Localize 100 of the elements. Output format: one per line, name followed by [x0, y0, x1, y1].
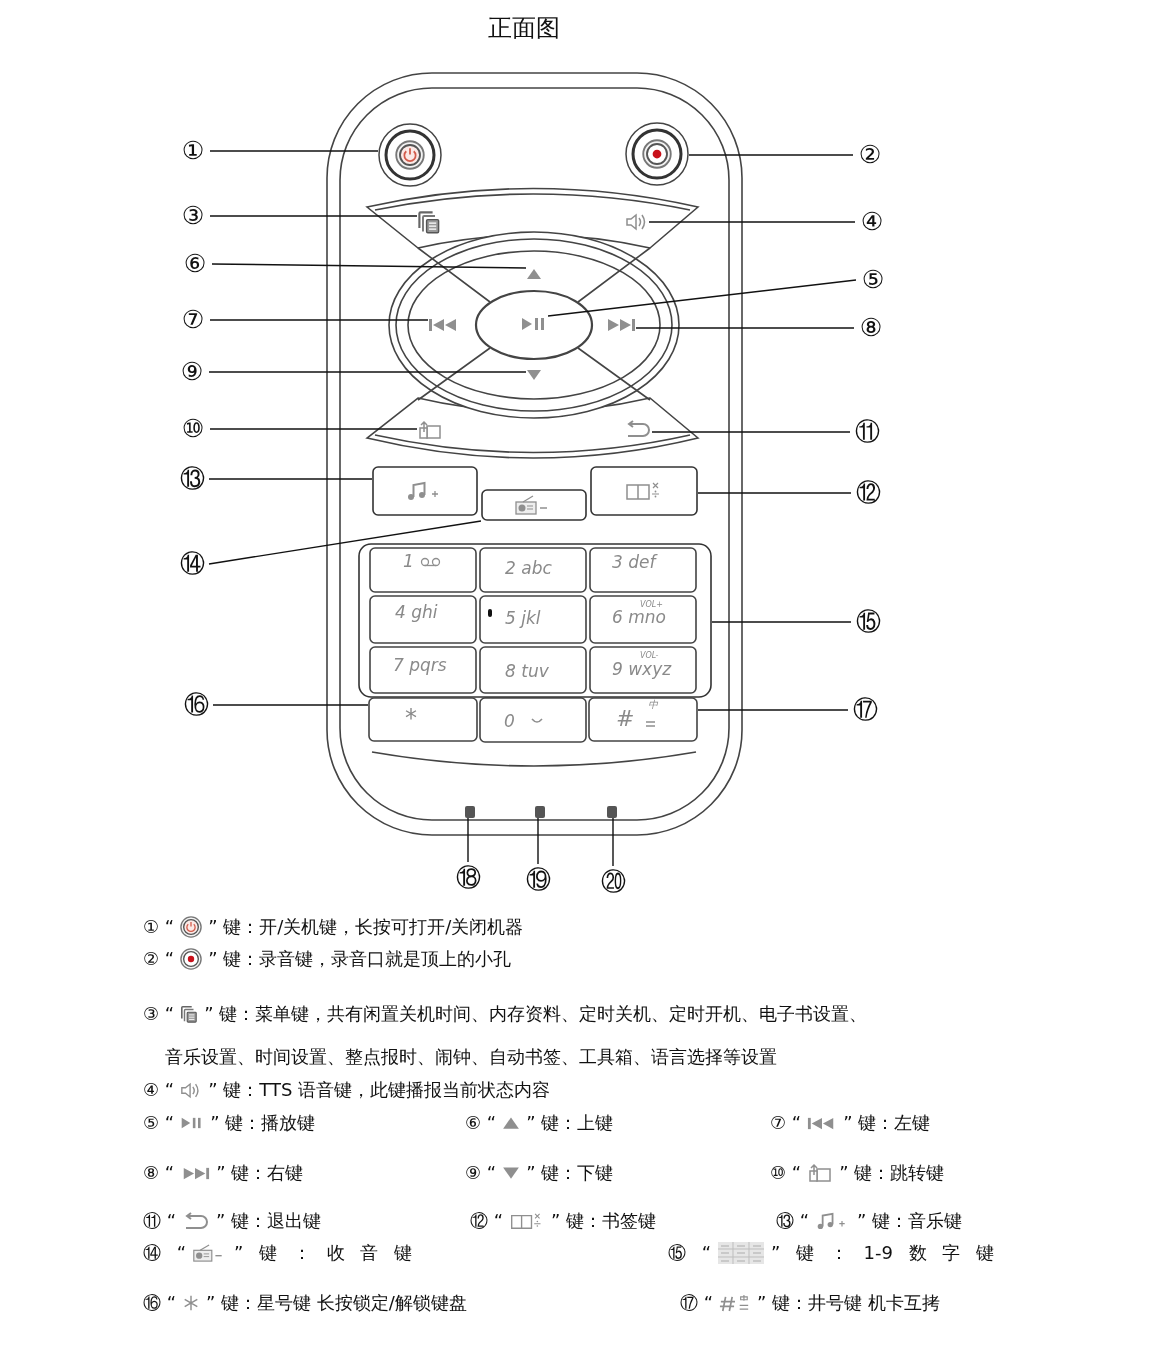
key-label: 8 tuv: [505, 661, 549, 681]
radio-key: [481, 489, 587, 521]
description-text: ⑧ “: [143, 1161, 175, 1185]
callout-number: ②: [854, 139, 886, 171]
down-arrow-icon: [526, 369, 542, 381]
description-text: ” 键 ： 1-9 数 字 键: [771, 1241, 995, 1265]
description-text: ” 键：音乐键: [857, 1209, 963, 1233]
leader-line: [209, 319, 429, 321]
leader-line: [537, 817, 539, 865]
leader-line: [212, 704, 369, 706]
leader-line: [467, 817, 469, 863]
key-label: #: [616, 707, 635, 731]
key-label: *: [405, 705, 417, 731]
leader-line: [211, 263, 527, 269]
leader-line: [209, 150, 379, 152]
leader-line: [635, 327, 855, 329]
description-text: ” 键：书签键: [551, 1209, 657, 1233]
leader-line: [711, 621, 852, 623]
callout-number: ⑨: [176, 356, 208, 388]
key-label: 2 abc: [505, 558, 552, 578]
leader-line: [208, 371, 527, 373]
callout-number: ⑫: [852, 477, 884, 509]
port: [465, 806, 475, 818]
music-key: [372, 466, 478, 516]
description-text: ⑨ “: [465, 1161, 497, 1185]
leader-line: [209, 215, 418, 217]
leader-line: [697, 492, 852, 494]
callout-number: ⑮: [852, 606, 884, 638]
description-text: ⑤ “: [143, 1111, 175, 1135]
key-label: 0: [504, 711, 515, 731]
description-text: ⑰ “: [680, 1291, 714, 1315]
description-text: ③ “: [143, 1002, 175, 1026]
keypad-bracket: [358, 543, 712, 698]
callout-number: ⑥: [179, 248, 211, 280]
callout-number: ⑪: [851, 416, 883, 448]
callout-number: ⑭: [176, 548, 208, 580]
callout-number: ④: [856, 206, 888, 238]
callout-number: ⑩: [177, 413, 209, 445]
key-label: 6 mno: [612, 607, 666, 627]
description-text: 音乐设置、时间设置、整点报时、闹钟、自动书签、工具箱、语言选择等设置: [165, 1045, 777, 1069]
description-text: ⑦ “: [770, 1111, 802, 1135]
bookmark-key: [590, 466, 698, 516]
key-label: 3 def: [612, 552, 656, 572]
description-text: ” 键：录音键，录音口就是顶上的小孔: [208, 947, 512, 971]
leader-line: [209, 428, 418, 430]
leader-line: [648, 221, 856, 223]
callout-number: ⑱: [452, 862, 484, 894]
leader-line: [208, 478, 373, 480]
key-label: 4 ghi: [395, 602, 438, 622]
port: [535, 806, 545, 818]
description-text: ⑩ “: [770, 1161, 802, 1185]
callout-number: ③: [177, 200, 209, 232]
hash-key: [588, 697, 698, 742]
leader-line: [208, 520, 482, 565]
menu-icon: [417, 210, 441, 234]
key-label: 1: [403, 551, 414, 571]
description-text: ” 键：右键: [216, 1161, 304, 1185]
description-text: ① “: [143, 915, 175, 939]
description-text: ” 键：播放键: [210, 1111, 316, 1135]
description-text: ” 键：井号键 机卡互拷: [757, 1291, 940, 1315]
diagram-title: 正面图: [488, 13, 560, 44]
description-text: ” 键：跳转键: [839, 1161, 945, 1185]
description-text: ” 键：左键: [843, 1111, 931, 1135]
up-arrow-icon: [526, 268, 542, 280]
callout-number: ⑰: [849, 694, 881, 726]
leader-line: [547, 279, 857, 317]
description-text: ” 键：上键: [526, 1111, 614, 1135]
key-label: 中: [648, 699, 658, 711]
callout-number: ⑯: [180, 689, 212, 721]
callout-number: ⑲: [522, 864, 554, 896]
description-text: ⑫ “: [470, 1209, 504, 1233]
leader-line: [688, 154, 854, 156]
key-label: VOL-: [640, 651, 659, 660]
description-text: ⑮ “: [668, 1241, 712, 1265]
key-label: 7 pqrs: [393, 655, 447, 675]
description-text: ④ “: [143, 1078, 175, 1102]
callout-number: ⑦: [177, 304, 209, 336]
description-text: ” 键：TTS 语音键，此键播报当前状态内容: [208, 1078, 551, 1102]
leader-line: [697, 709, 849, 711]
description-text: ⑥ “: [465, 1111, 497, 1135]
jump-icon: [417, 420, 443, 440]
power-button: [378, 123, 442, 187]
key-label: 9 wxyz: [612, 659, 672, 679]
description-text: ⑯ “: [143, 1291, 177, 1315]
description-text: ” 键：开/关机键，长按可打开/关闭机器: [208, 915, 524, 939]
description-text: ” 键 ： 收 音 键: [234, 1241, 412, 1265]
star-key: [368, 697, 478, 742]
leader-line: [612, 817, 614, 867]
record-button: [625, 122, 689, 186]
description-text: ” 键：下键: [526, 1161, 614, 1185]
callout-number: ⑤: [857, 264, 889, 296]
port: [607, 806, 617, 818]
key-label: 5 jkl: [505, 608, 541, 628]
description-text: ” 键：星号键 长按锁定/解锁键盘: [206, 1291, 467, 1315]
callout-number: ⑧: [855, 312, 887, 344]
description-text: ⑭ “: [143, 1241, 187, 1265]
key-label: VOL+: [640, 600, 663, 609]
description-text: ” 键：退出键: [216, 1209, 322, 1233]
description-text: ② “: [143, 947, 175, 971]
callout-number: ⑳: [597, 866, 629, 898]
